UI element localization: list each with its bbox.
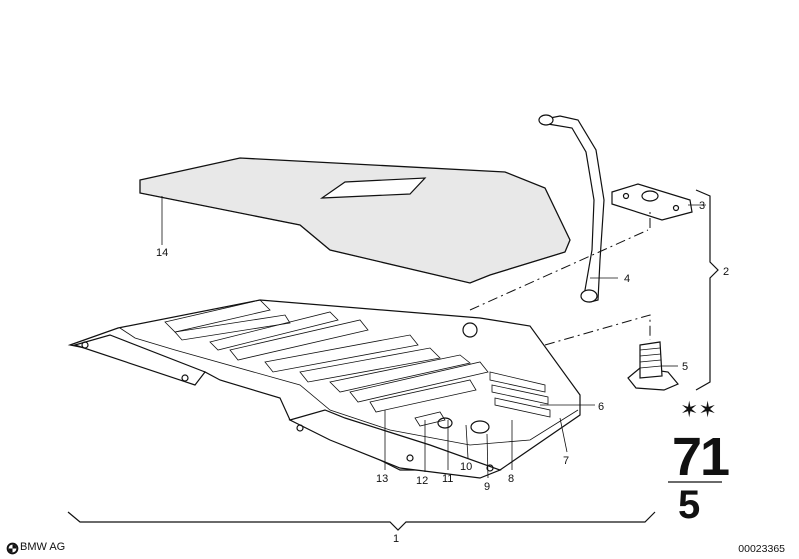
leader-lines xyxy=(161,196,706,479)
callout-13: 13 xyxy=(376,473,388,485)
callout-8: 8 xyxy=(508,473,514,485)
callout-11: 11 xyxy=(442,473,453,485)
section-marker: ✶✶ 71 5 xyxy=(668,398,731,527)
marker-bottom-number: 5 xyxy=(678,483,700,527)
tool-tray xyxy=(67,299,581,479)
bmw-roundel-icon xyxy=(6,542,19,555)
callout-9: 9 xyxy=(484,481,490,493)
bracket-2 xyxy=(695,189,719,391)
mounting-plate xyxy=(611,183,693,221)
callout-10: 10 xyxy=(460,461,472,473)
brand-label: BMW AG xyxy=(20,541,66,553)
tools-in-tray xyxy=(164,299,551,434)
callout-14: 14 xyxy=(156,247,168,259)
callout-7: 7 xyxy=(563,455,569,467)
callout-3: 3 xyxy=(699,200,705,212)
jack-handle xyxy=(538,114,605,303)
callout-1: 1 xyxy=(393,533,399,545)
document-number: 00023365 xyxy=(738,543,785,555)
connector-line xyxy=(544,314,651,346)
wing-bolt xyxy=(627,341,679,391)
marker-stars: ✶✶ xyxy=(680,398,717,423)
cover-lid xyxy=(139,157,571,284)
callout-2: 2 xyxy=(723,266,729,278)
bracket-1 xyxy=(67,511,656,531)
callout-6: 6 xyxy=(598,401,604,413)
marker-top-number: 71 xyxy=(672,427,729,487)
connector-line xyxy=(469,229,649,311)
callout-4: 4 xyxy=(624,273,630,285)
callout-12: 12 xyxy=(416,475,428,487)
callout-5: 5 xyxy=(682,361,688,373)
